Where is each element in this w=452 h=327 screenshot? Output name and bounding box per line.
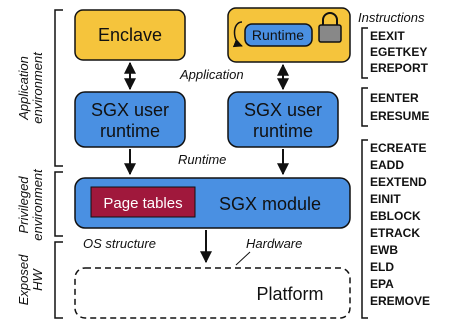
instr-eadd: EADD: [370, 158, 404, 172]
os-structure-label: OS structure: [83, 236, 156, 251]
sgx-user-runtime-right-line1: SGX user: [244, 100, 322, 120]
privileged-env-bracket: [54, 171, 63, 237]
sgx-user-runtime-left-box: [74, 91, 186, 148]
application-env-bracket: [54, 9, 63, 167]
runtime-edge-label: Runtime: [178, 152, 226, 167]
enclave-box: [74, 9, 186, 61]
instr-ewb: EWB: [370, 243, 398, 257]
sgx-user-runtime-right-box: [227, 91, 339, 148]
application-env-label-1: Application: [16, 56, 31, 121]
application-edge-label: Application: [179, 67, 244, 82]
instructions-heading: Instructions: [358, 10, 425, 25]
lock-icon: [318, 12, 342, 43]
instr-einit: EINIT: [370, 192, 401, 206]
instr-epa: EPA: [370, 277, 394, 291]
instr-eexit: EEXIT: [370, 29, 405, 43]
instr-eextend: EEXTEND: [370, 175, 427, 189]
runtime-small-box: [244, 23, 313, 47]
instr-eld: ELD: [370, 260, 394, 274]
instr-group2-bracket: [361, 87, 368, 127]
loop-arrow: [232, 21, 243, 48]
privileged-env-label-1: Privileged: [16, 176, 31, 234]
page-tables-box: [90, 186, 196, 218]
instr-egetkey: EGETKEY: [370, 45, 427, 59]
exposed-env-bracket: [54, 241, 63, 319]
exposed-env-label-1: Exposed: [16, 254, 31, 305]
instr-eresume: ERESUME: [370, 109, 429, 123]
hardware-label: Hardware: [246, 236, 302, 251]
application-env-label-2: environment: [30, 51, 45, 124]
enclave-label: Enclave: [98, 25, 162, 45]
instr-eremove: EREMOVE: [370, 294, 430, 308]
platform-box: [74, 267, 351, 319]
instr-group1-bracket: [361, 27, 368, 79]
instr-group3-bracket: [361, 139, 368, 319]
sgx-user-runtime-left-line1: SGX user: [91, 100, 169, 120]
runtime-small-label: Runtime: [252, 27, 304, 43]
sgx-user-runtime-right-line2: runtime: [253, 121, 313, 141]
privileged-env-label-2: environment: [30, 168, 45, 241]
sgx-user-runtime-left-line2: runtime: [100, 121, 160, 141]
instr-ereport: EREPORT: [370, 61, 429, 75]
exposed-env-label-2: HW: [30, 267, 45, 290]
platform-label: Platform: [256, 284, 323, 304]
instr-etrack: ETRACK: [370, 226, 420, 240]
sgx-module-label: SGX module: [219, 194, 321, 214]
instr-eblock: EBLOCK: [370, 209, 421, 223]
instr-ecreate: ECREATE: [370, 141, 426, 155]
page-tables-label: Page tables: [103, 195, 182, 212]
hardware-pointer: [235, 251, 251, 266]
instr-eenter: EENTER: [370, 91, 419, 105]
